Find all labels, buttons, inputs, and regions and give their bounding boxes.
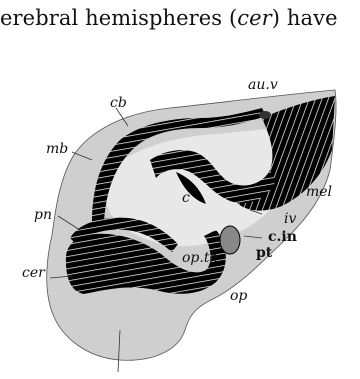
caption-italic: cer [237, 6, 272, 30]
caption-text: erebral hemispheres (cer) have [0, 6, 360, 30]
label-mb: mb [46, 142, 68, 156]
label-cer: cer [22, 266, 45, 280]
label-op: op [230, 289, 247, 303]
caption-pre: erebral hemispheres ( [0, 6, 237, 30]
label-iv: iv [284, 212, 296, 226]
au-v-spot [259, 111, 271, 119]
caption-post: ) have [272, 6, 338, 30]
label-au-v: au.v [248, 78, 278, 92]
brain-section-figure: au.v cb mb mel pn c iv cer op.th c.in pt… [0, 56, 360, 375]
pt-region [220, 226, 240, 254]
label-cb: cb [110, 96, 127, 110]
label-pt: pt [256, 246, 272, 260]
label-c-in: c.in [268, 230, 297, 244]
label-mel: mel [306, 185, 332, 199]
figure-drawing [0, 56, 360, 375]
label-c: c [182, 191, 190, 205]
label-op-th: op.th [182, 251, 218, 265]
label-pn: pn [34, 208, 52, 222]
